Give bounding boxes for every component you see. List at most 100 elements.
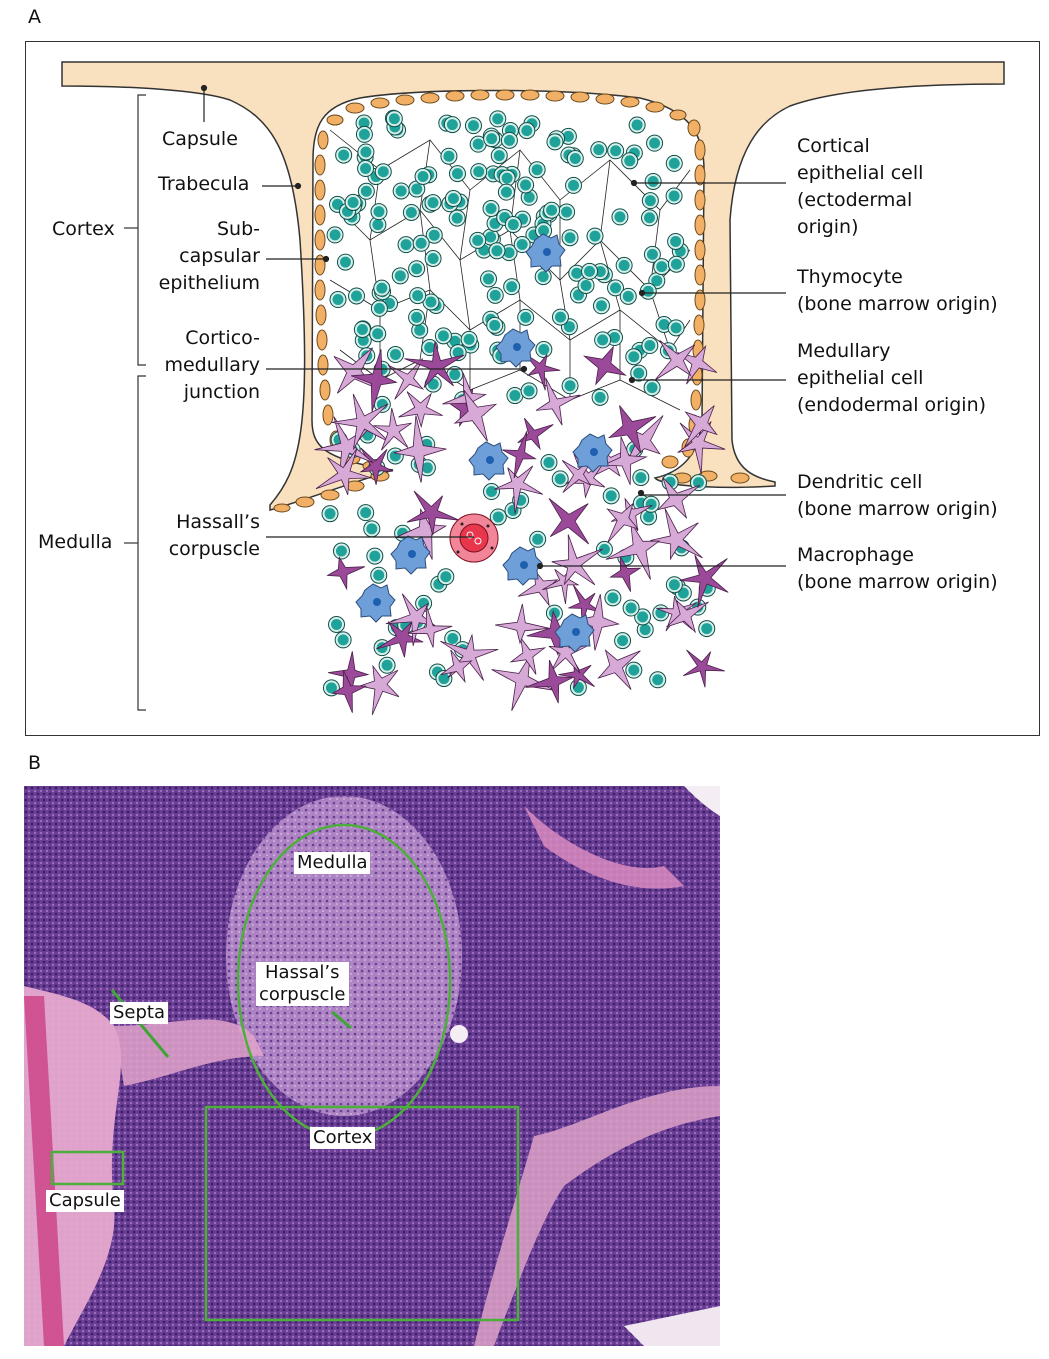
thymocyte-nucleus (628, 664, 640, 676)
thymocyte-nucleus (339, 256, 351, 268)
thymocyte-nucleus (463, 333, 475, 345)
medullary-epithelial-cell (404, 341, 465, 388)
thymocyte-nucleus (647, 175, 659, 187)
thymocyte-nucleus (595, 300, 607, 312)
thymocyte-nucleus (492, 113, 504, 125)
label-hassall-corpuscle: Hassall’s corpuscle (168, 511, 260, 560)
label-dendritic-cell: Dendritic cell (bone marrow origin) (797, 471, 998, 520)
panel-a-frame (25, 41, 1040, 736)
medullary-epithelial-cell (525, 659, 575, 704)
thymocyte-nucleus (417, 170, 429, 182)
medullary-epithelial-cell (607, 405, 657, 454)
thymocyte-nucleus (608, 332, 620, 344)
thymocyte-nucleus (692, 477, 704, 489)
label-b-cortex: Cortex (310, 1127, 376, 1149)
dendritic-cell (398, 391, 443, 429)
medulla-region (226, 796, 462, 1116)
medullary-epithelial-cell (406, 490, 460, 536)
thymocyte-nucleus (610, 282, 622, 294)
medullary-epithelial-cell (679, 554, 729, 608)
thymocyte-nucleus (532, 533, 544, 545)
thymocyte-nucleus (491, 245, 503, 257)
medullary-epithelial-cell (682, 649, 725, 688)
label-cortex: Cortex (52, 218, 115, 240)
thymocyte-nucleus (589, 230, 601, 242)
thymocyte-nucleus (668, 190, 680, 202)
thymocyte-nucleus (597, 334, 609, 346)
thymocyte-nucleus (594, 391, 606, 403)
medullary-epithelial-cell (359, 447, 393, 485)
thymocyte-nucleus (562, 130, 574, 142)
dendritic-cell (494, 465, 544, 514)
thymocyte-nucleus (658, 318, 670, 330)
thymocyte-nucleus (395, 185, 407, 197)
thymocyte-nucleus (501, 172, 513, 184)
capsule-outline (50, 1150, 125, 1186)
thymocyte-nucleus (369, 550, 381, 562)
thymocyte-nucleus (335, 545, 347, 557)
dendritic-cell (395, 507, 448, 560)
thymocyte-nucleus (549, 136, 561, 148)
thymocyte-nucleus (614, 211, 626, 223)
thymocyte-nucleus (531, 164, 543, 176)
thymocyte-nucleus (509, 390, 521, 402)
thymocyte-nucleus (642, 285, 654, 297)
thymocyte-nucleus (503, 134, 515, 146)
thymocyte-nucleus (414, 324, 426, 336)
thymocyte-nucleus (568, 179, 580, 191)
thymocyte-nucleus (332, 294, 344, 306)
thymocyte-nucleus (347, 196, 359, 208)
thymocyte-nucleus (360, 507, 372, 519)
thymocyte-nucleus (563, 321, 575, 333)
label-medulla: Medulla (38, 531, 113, 553)
thymocyte-nucleus (472, 234, 484, 246)
thymocyte-nucleus (503, 247, 515, 259)
dendritic-cell (387, 358, 425, 400)
thymocyte-nucleus (628, 351, 640, 363)
thymocyte-nucleus (412, 290, 424, 302)
cortex-bracket (124, 94, 146, 366)
thymocyte-nucleus (543, 456, 555, 468)
thymocyte-nucleus (584, 265, 596, 277)
thymocyte-nucleus (656, 261, 668, 273)
dendritic-cell (666, 599, 709, 634)
thymocyte-nucleus (607, 592, 619, 604)
thymocyte-nucleus (646, 248, 658, 260)
thymocyte-nucleus (507, 219, 519, 231)
dendritic-cell (606, 502, 639, 543)
thymocyte-nucleus (701, 623, 713, 635)
thymocyte-nucleus (351, 290, 363, 302)
thymocyte-nucleus (424, 342, 436, 354)
thymocyte-nucleus (376, 282, 388, 294)
thymocyte-nucleus (437, 330, 449, 342)
dendritic-cell (442, 372, 487, 424)
label-corticomedullary-junction: Cortico- medullary junction (164, 327, 260, 403)
thymocyte-nucleus (617, 635, 629, 647)
thymocyte-nucleus (360, 146, 372, 158)
thymocyte-nucleus (377, 166, 389, 178)
thymocyte-nucleus (605, 490, 617, 502)
thymocyte-nucleus (538, 225, 550, 237)
thymocyte-nucleus (446, 119, 458, 131)
thymocyte-nucleus (360, 163, 372, 175)
thymocyte-nucleus (451, 168, 463, 180)
medullary-epithelial-cell (350, 349, 398, 412)
thymocyte-nucleus (400, 239, 412, 251)
dendritic-cell (393, 415, 447, 483)
panel-b-letter: B (28, 752, 42, 774)
dendritic-cell (491, 655, 554, 711)
thymocyte-nucleus (598, 543, 610, 555)
thymocyte-nucleus (506, 281, 518, 293)
thymocyte-nucleus (651, 275, 663, 287)
panel-a-letter: A (28, 6, 41, 28)
thymocyte-nucleus (452, 347, 464, 359)
thymocyte-nucleus (670, 322, 682, 334)
thymocyte-nucleus (537, 271, 549, 283)
thymocyte-nucleus (405, 206, 417, 218)
thymus-lobule-diagram (61, 61, 1005, 716)
thymocyte-nucleus (500, 186, 512, 198)
dendritic-cell (314, 416, 374, 480)
medullary-epithelial-cell (331, 670, 367, 713)
cortex-outline (204, 1105, 520, 1322)
medulla-bracket (124, 375, 146, 711)
